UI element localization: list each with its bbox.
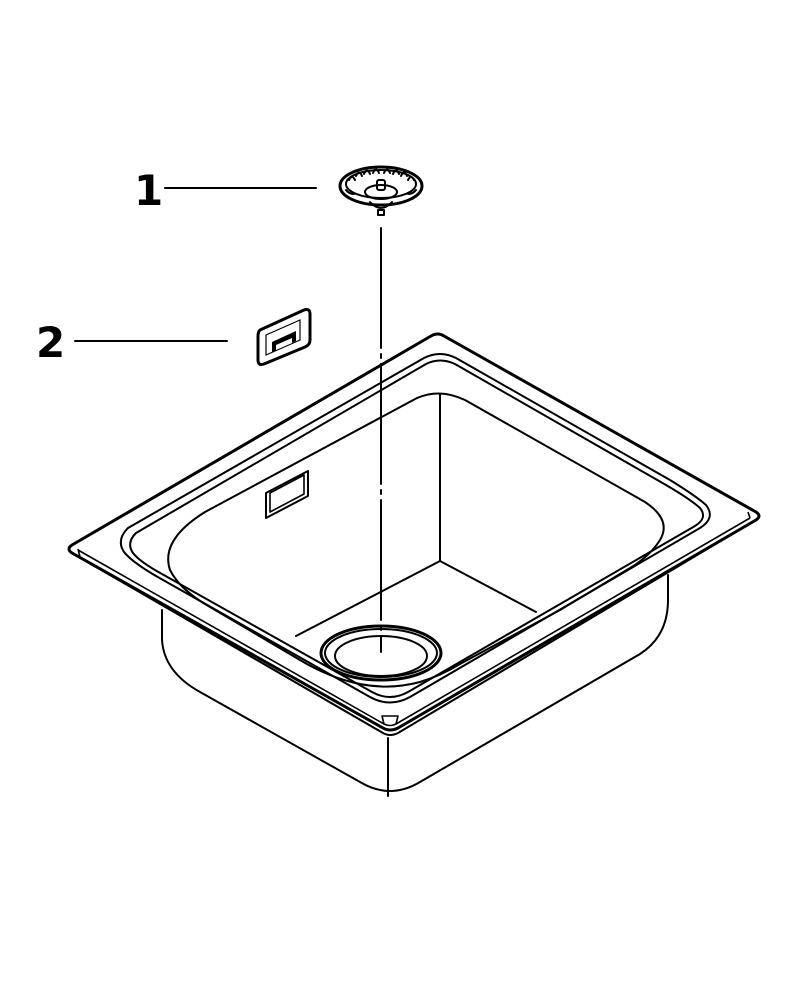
overflow-cover-icon	[256, 308, 312, 366]
callout-label-2: 2	[36, 318, 66, 367]
sink-icon	[67, 332, 761, 797]
strainer-basket-icon	[338, 165, 424, 216]
callout-label-1: 1	[134, 166, 164, 215]
